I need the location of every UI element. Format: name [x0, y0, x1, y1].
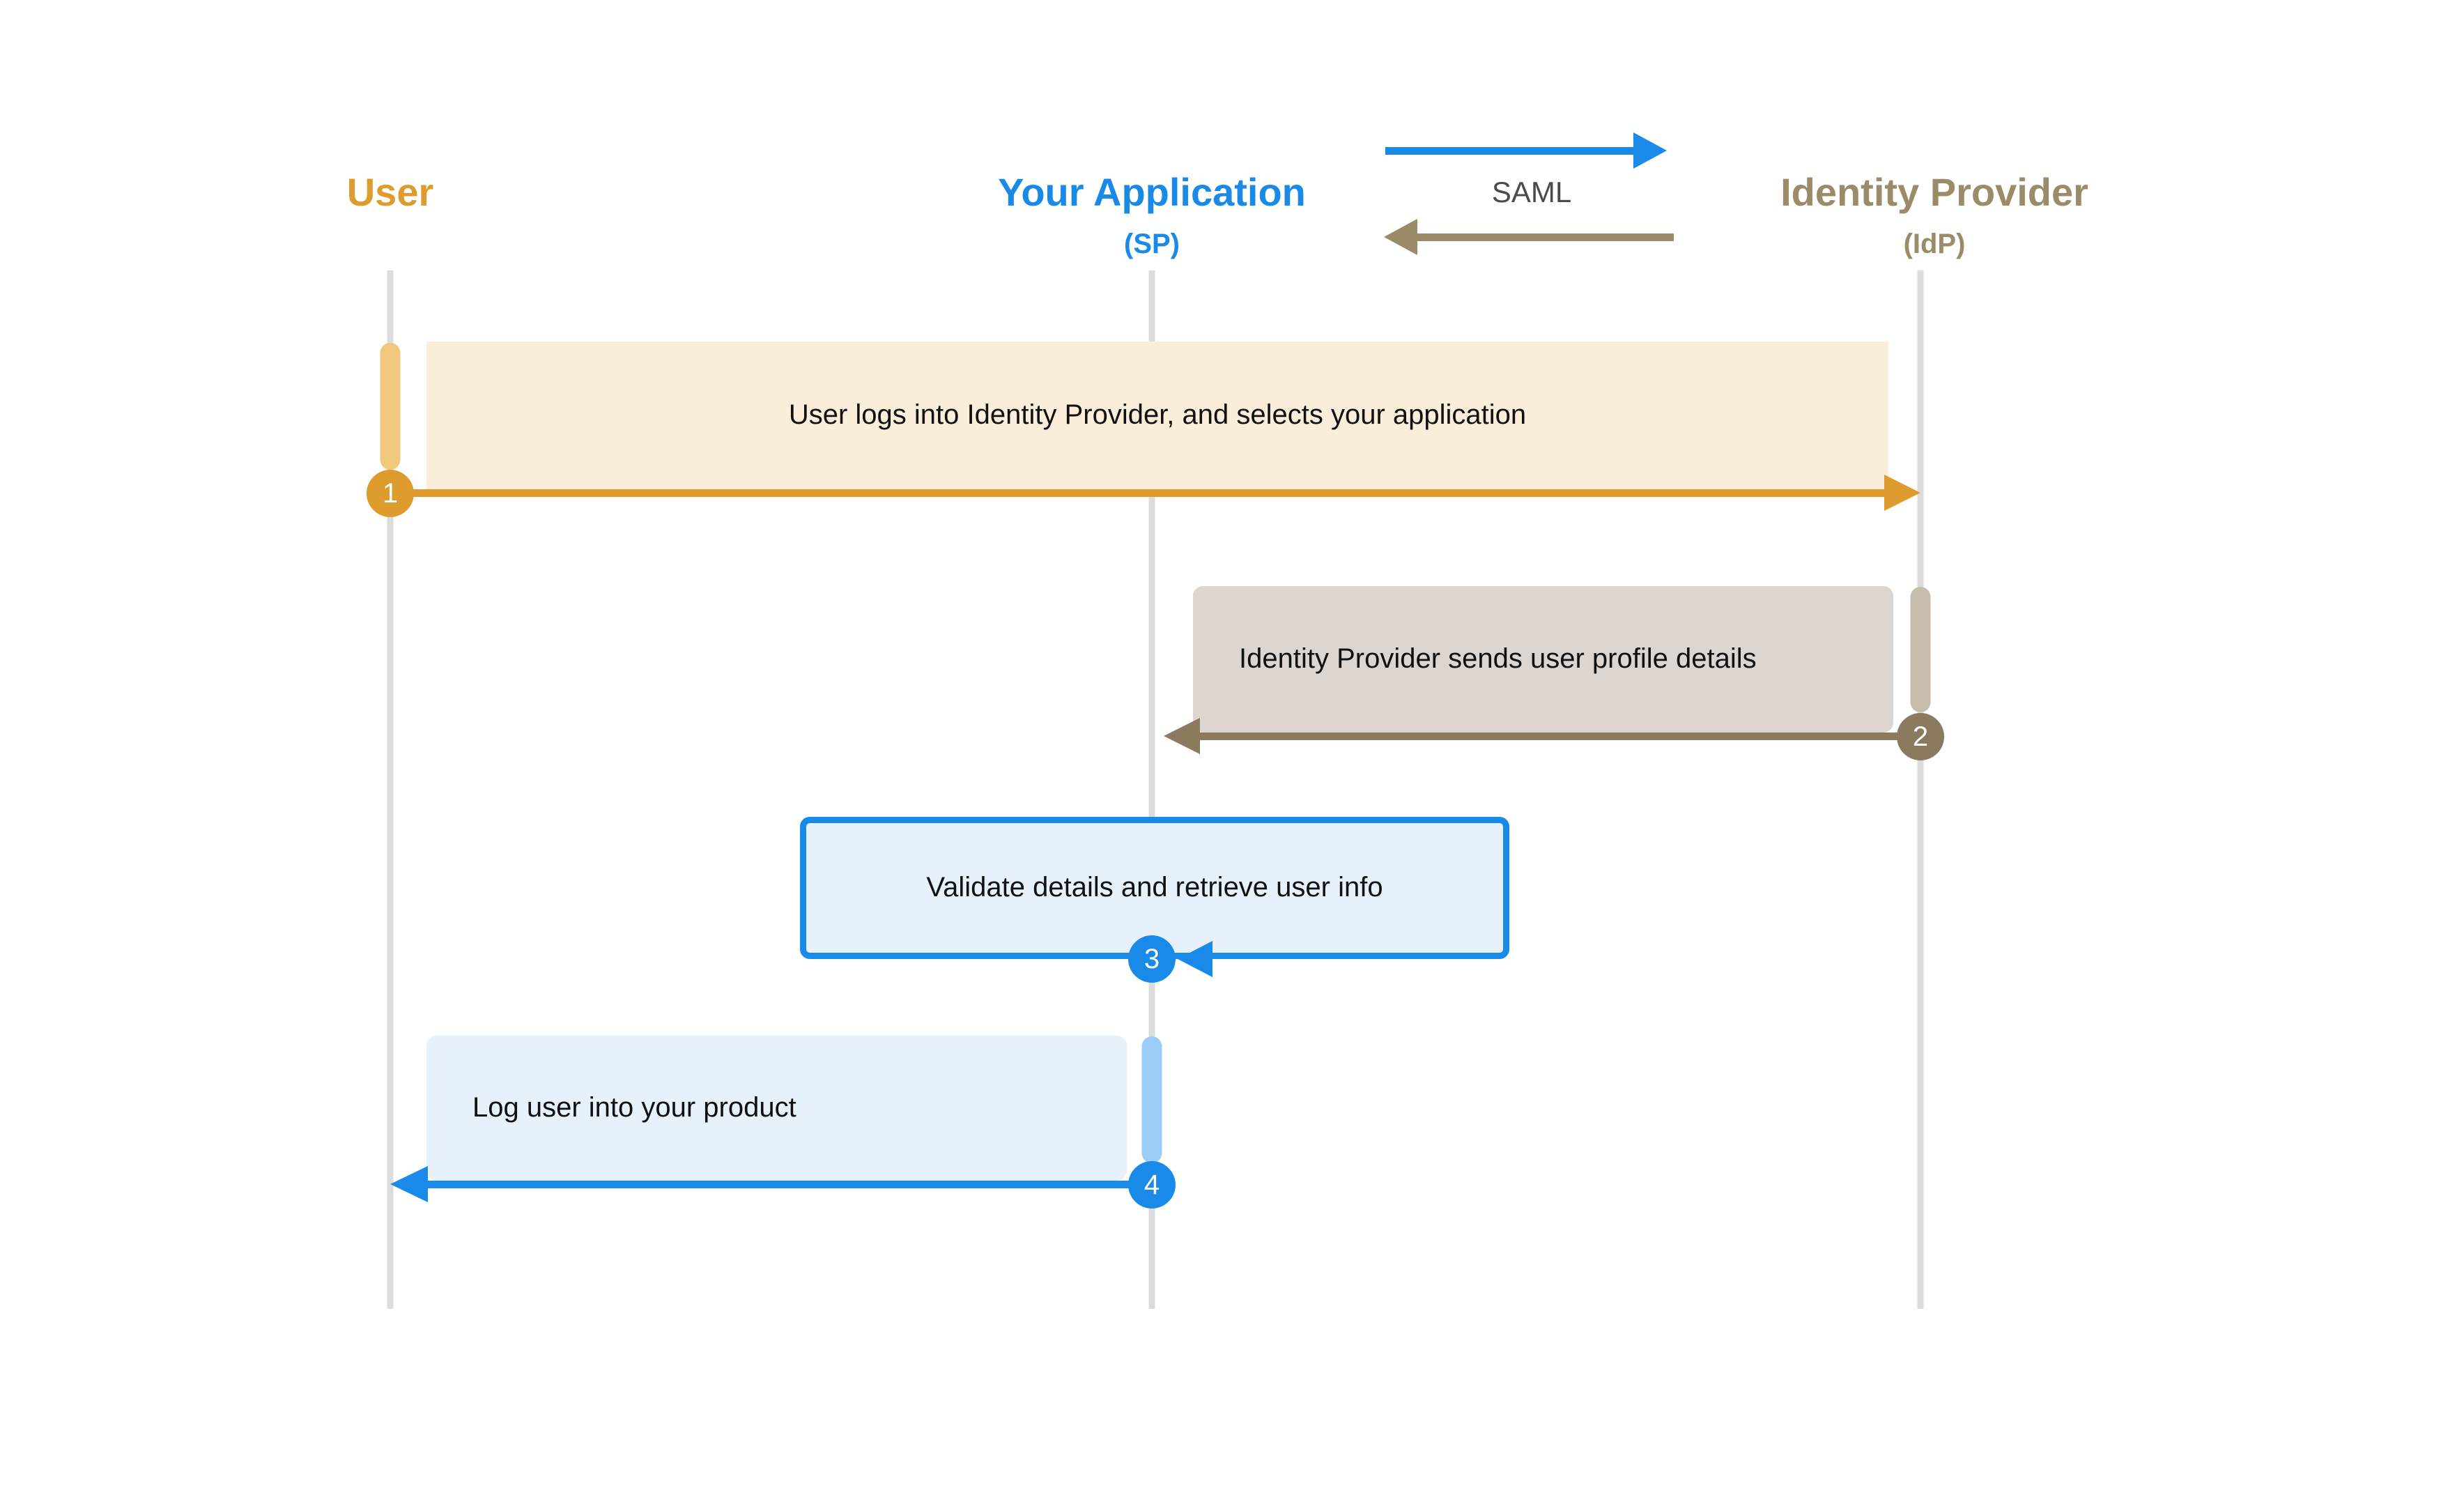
saml-top-arrow-head-icon — [1633, 132, 1667, 169]
participant-subtitle-idp: (IdP) — [1903, 229, 1966, 259]
lifeline-identity-provider — [1917, 270, 1924, 1309]
step-3-note-text: Validate details and retrieve user info — [926, 872, 1383, 903]
step-4-arrow-head-icon — [390, 1166, 428, 1202]
step-2-arrow-line — [1197, 733, 1920, 740]
step-2-note-box: Identity Provider sends user profile det… — [1193, 586, 1893, 733]
saml-top-arrow-line — [1385, 147, 1643, 155]
step-4-number-badge: 4 — [1128, 1161, 1176, 1209]
step-4-note-text: Log user into your product — [472, 1092, 796, 1123]
step-3-number-badge: 3 — [1128, 935, 1176, 983]
step-2-note-text: Identity Provider sends user profile det… — [1239, 643, 1757, 675]
participant-subtitle-sp: (SP) — [1124, 229, 1180, 259]
step-1-arrow-line — [390, 489, 1888, 497]
step-2-number-badge: 2 — [1897, 713, 1944, 760]
activation-bar-user-step1 — [380, 343, 401, 470]
saml-bottom-arrow-head-icon — [1384, 219, 1417, 255]
step-1-note-text: User logs into Identity Provider, and se… — [788, 399, 1527, 431]
step-1-number-badge: 1 — [367, 470, 414, 517]
activation-bar-app-step4 — [1141, 1036, 1162, 1163]
participant-title-user: User — [346, 170, 434, 214]
step-4-note-box: Log user into your product — [426, 1036, 1127, 1181]
saml-bottom-arrow-line — [1415, 233, 1674, 241]
step-1-note-box: User logs into Identity Provider, and se… — [426, 342, 1888, 489]
saml-label: SAML — [1491, 176, 1572, 208]
participant-title-identity-provider: Identity Provider — [1780, 170, 2088, 214]
participant-title-your-application: Your Application — [998, 170, 1306, 214]
activation-bar-idp-step2 — [1910, 587, 1931, 712]
step-1-arrow-head-icon — [1884, 475, 1920, 511]
step-3-arrow-head-icon — [1178, 941, 1212, 977]
lifeline-user — [387, 270, 394, 1309]
lifeline-your-application — [1148, 270, 1155, 1309]
step-4-arrow-line — [425, 1181, 1153, 1188]
step-2-arrow-head-icon — [1164, 718, 1200, 754]
